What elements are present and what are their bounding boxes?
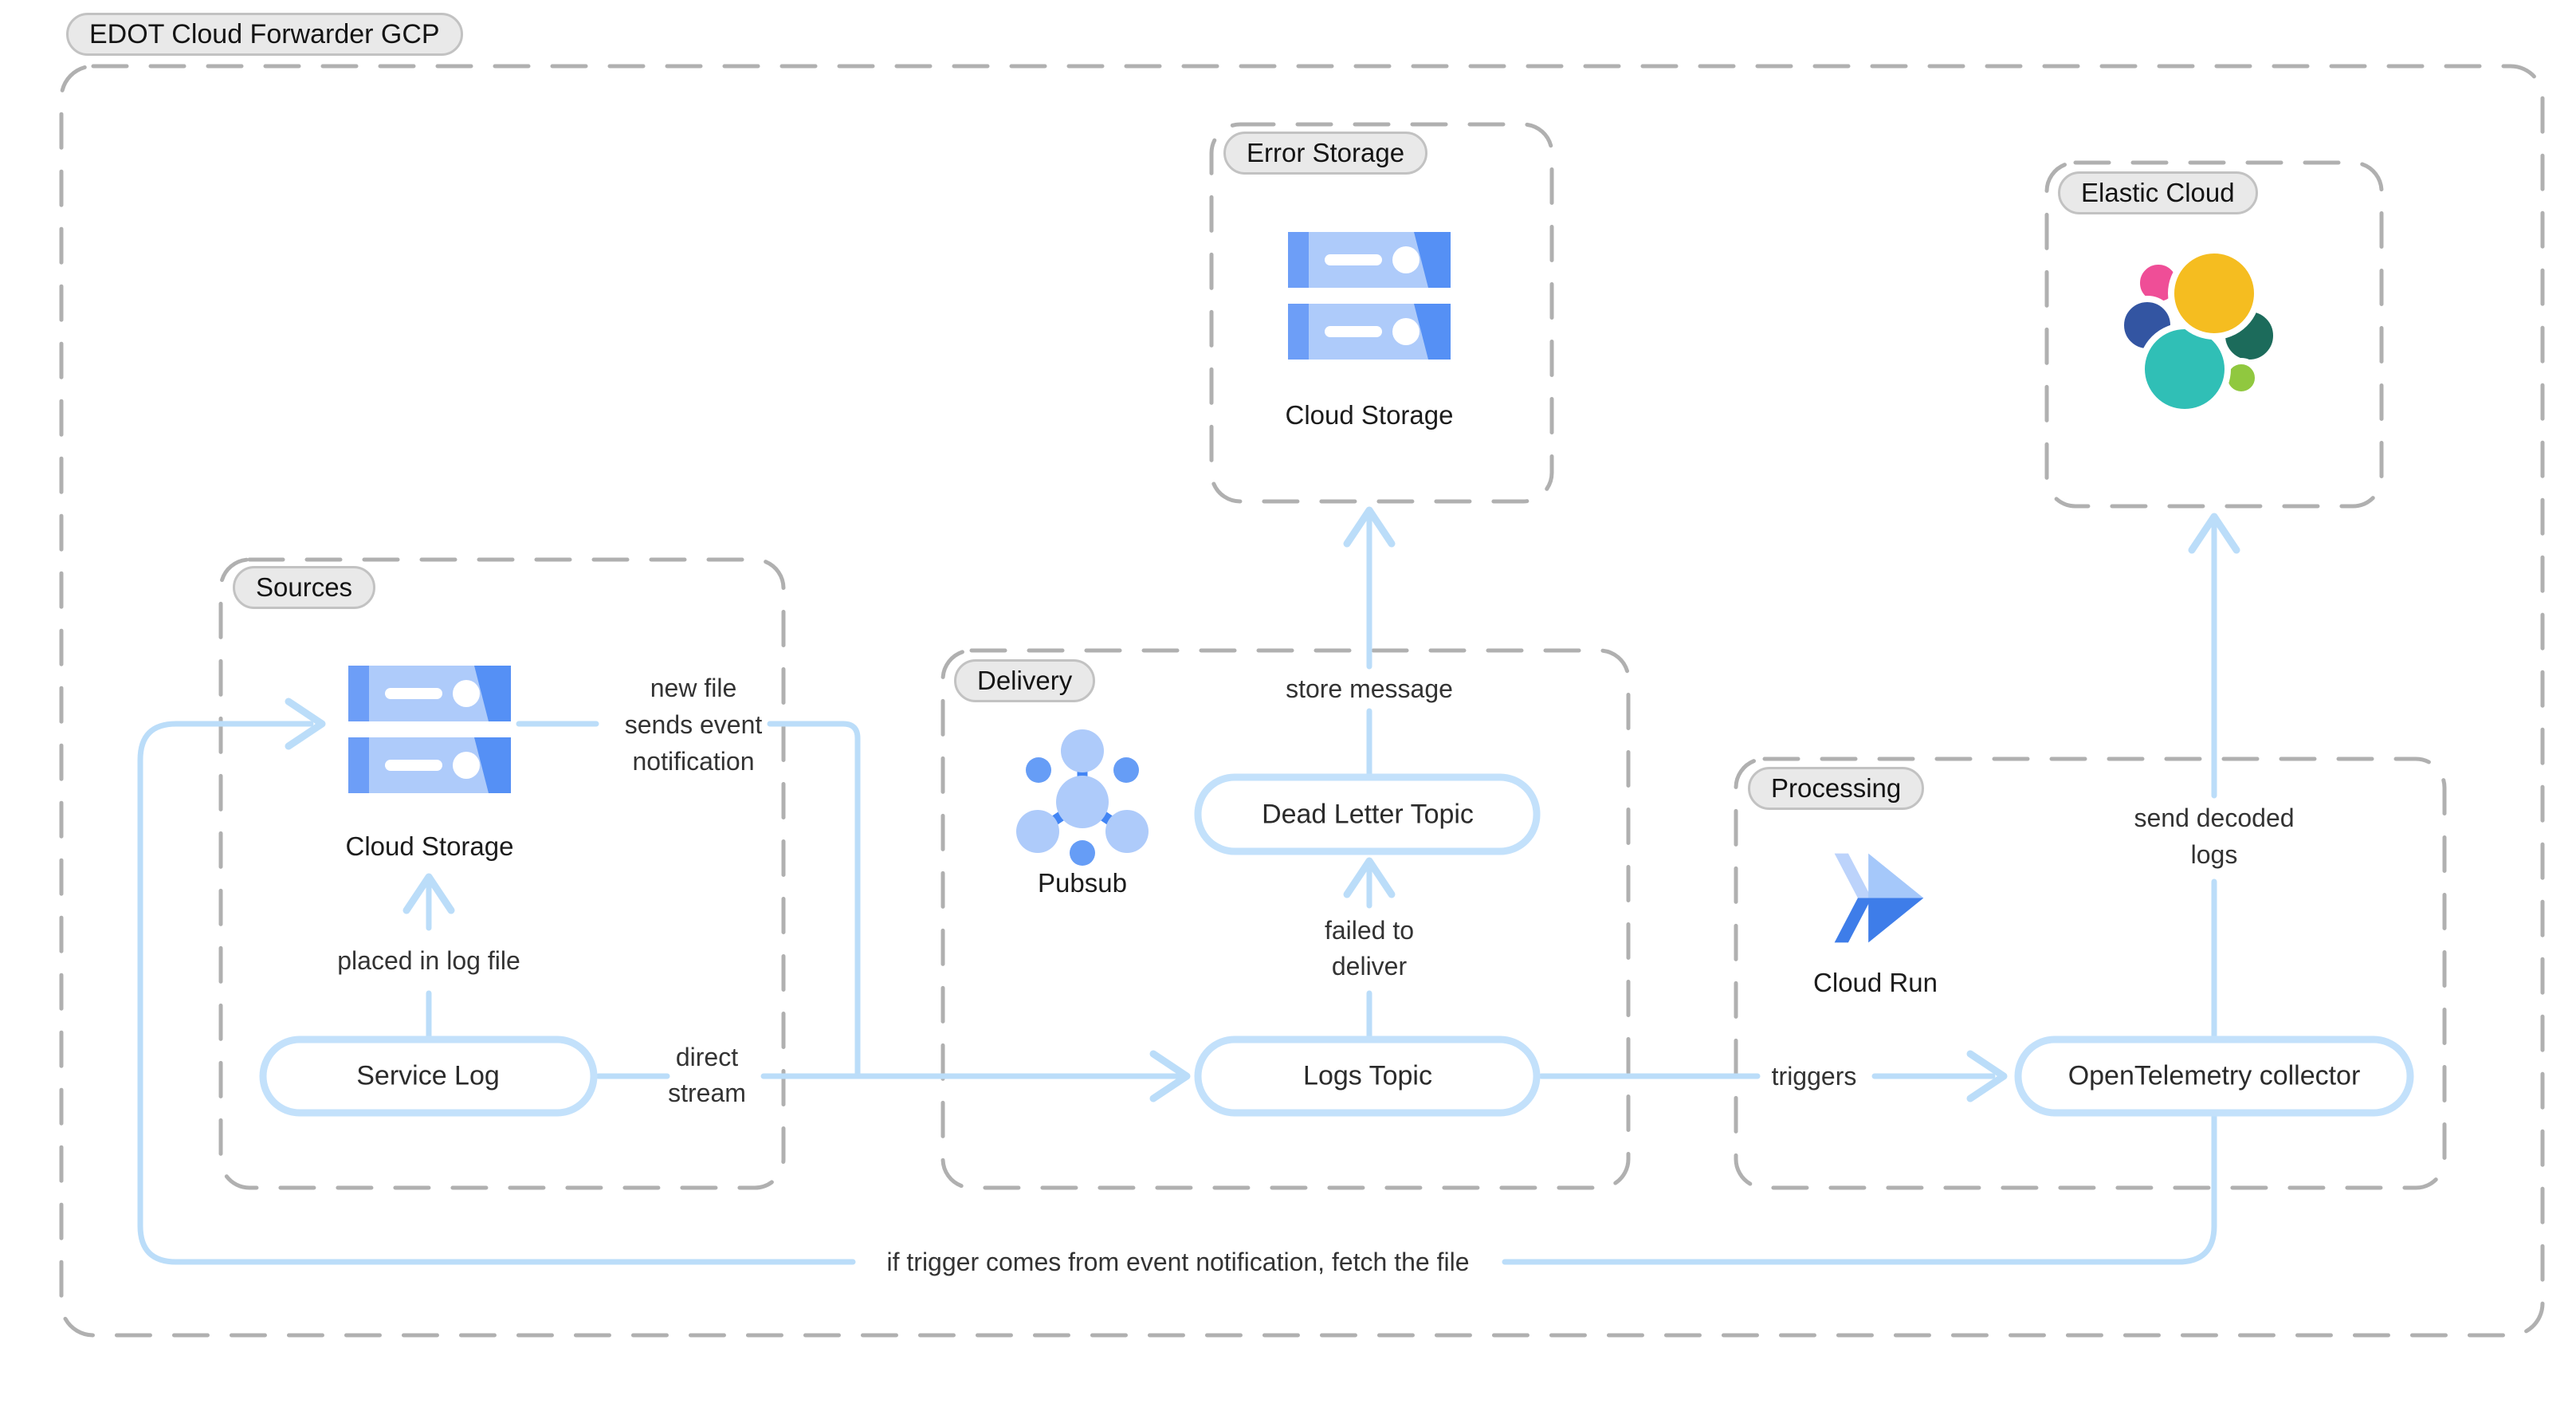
otel-collector-label: OpenTelemetry collector xyxy=(2067,1060,2361,1091)
pubsub-caption: Pubsub xyxy=(1038,868,1127,898)
edge-label-store-message: store message xyxy=(1286,670,1453,707)
edge-label-direct-stream: direct stream xyxy=(668,1039,746,1111)
arrowhead-right-into-logs-topic xyxy=(1149,1050,1191,1102)
edge-label-line: triggers xyxy=(1771,1062,1857,1091)
edge-label-line: new file xyxy=(650,674,737,702)
edge-label-fetch-file: if trigger comes from event notification… xyxy=(887,1244,1470,1280)
service-log-label: Service Log xyxy=(356,1060,500,1091)
pubsub-icon xyxy=(1016,729,1149,866)
service-log-node xyxy=(259,1036,598,1117)
edge-label-new-file-event: new file sends event notification xyxy=(625,670,763,780)
group-label-elastic-cloud: Elastic Cloud xyxy=(2058,171,2258,214)
arrowhead-up-into-elastic-cloud xyxy=(2188,513,2240,554)
delivery-group-box xyxy=(940,648,1631,1190)
group-label-sources: Sources xyxy=(233,566,376,609)
dead-letter-topic-label: Dead Letter Topic xyxy=(1262,799,1474,830)
cloud-storage-icon xyxy=(1288,232,1451,360)
group-label-error-storage: Error Storage xyxy=(1223,132,1428,175)
edge-fetch-file-right xyxy=(1502,1110,2217,1265)
cloud-storage-icon xyxy=(348,666,511,793)
logs-topic-node xyxy=(1194,1036,1541,1117)
edge-label-line: deliver xyxy=(1331,952,1408,981)
edge-label-line: sends event xyxy=(624,710,763,739)
elastic-cloud-group-box xyxy=(2044,160,2384,509)
cloud-run-icon xyxy=(1834,853,1924,943)
arrowhead-right-into-cloud-storage xyxy=(285,698,326,750)
edge-label-line: direct xyxy=(675,1043,739,1071)
otel-collector-node xyxy=(2014,1036,2414,1117)
processing-group-box xyxy=(1734,757,2447,1190)
arrowhead-right-into-otel-collector xyxy=(1966,1050,2008,1102)
logs-topic-label: Logs Topic xyxy=(1303,1060,1432,1091)
edge-label-line: placed in log file xyxy=(337,946,520,975)
edge-label-failed-to-deliver: failed to deliver xyxy=(1325,913,1414,984)
arrowhead-up-into-error-storage xyxy=(1343,506,1396,548)
edge-new-file-event xyxy=(516,721,861,1079)
edge-label-line: store message xyxy=(1286,674,1453,703)
edge-label-send-decoded-logs: send decoded logs xyxy=(2134,800,2294,873)
error-storage-group-box xyxy=(1209,122,1554,504)
outer-group-box xyxy=(59,64,2545,1338)
edge-label-line: if trigger comes from event notification… xyxy=(886,1248,1470,1276)
edge-label-line: logs xyxy=(2190,840,2238,869)
diagram-title: EDOT Cloud Forwarder GCP xyxy=(66,13,463,56)
edge-label-line: stream xyxy=(668,1079,746,1107)
sources-group-box xyxy=(218,557,786,1190)
edge-label-placed-in-log-file: placed in log file xyxy=(337,942,520,979)
edge-fetch-file-left xyxy=(137,721,856,1265)
group-label-processing: Processing xyxy=(1748,767,1925,810)
cloud-storage-caption: Cloud Storage xyxy=(345,831,514,861)
elastic-logo xyxy=(2118,247,2280,415)
edge-label-triggers: triggers xyxy=(1772,1058,1857,1094)
group-label-delivery: Delivery xyxy=(954,659,1096,702)
arrowhead-up-into-cloud-storage-label xyxy=(402,873,455,914)
edge-label-line: notification xyxy=(632,747,755,776)
edge-label-line: failed to xyxy=(1324,916,1415,945)
dead-letter-topic-node xyxy=(1194,773,1541,855)
cloud-run-caption: Cloud Run xyxy=(1813,968,1938,997)
cloud-storage-caption: Cloud Storage xyxy=(1285,400,1454,430)
arrowhead-up-into-dead-letter-topic xyxy=(1343,857,1396,898)
edge-label-line: send decoded xyxy=(2134,804,2295,832)
